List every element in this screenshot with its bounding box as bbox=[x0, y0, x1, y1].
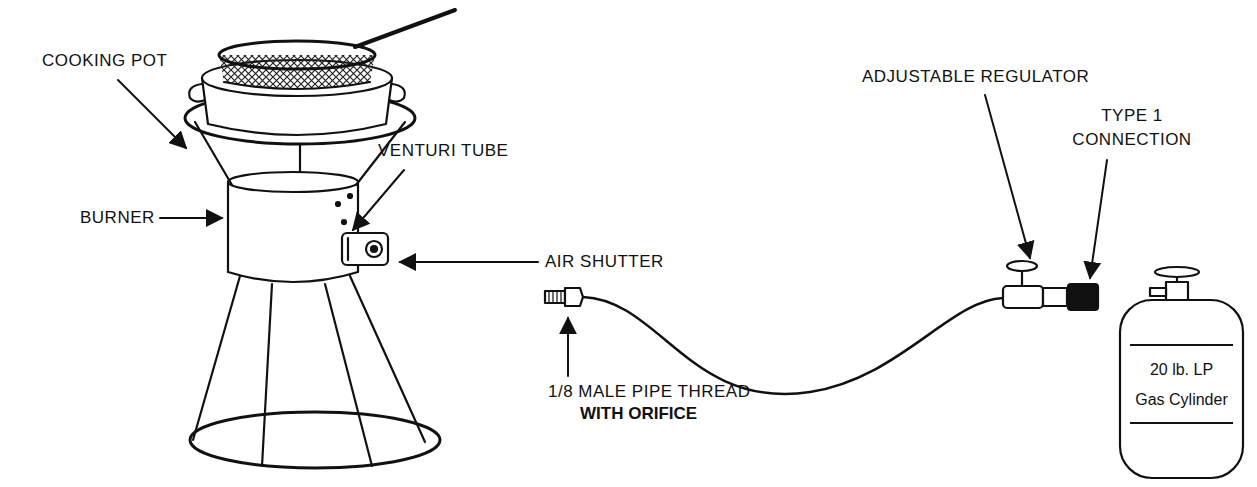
part-label: BURNER bbox=[80, 207, 155, 229]
air-shutter bbox=[342, 233, 388, 265]
regulator-body bbox=[1003, 261, 1098, 310]
part-label: COOKING POT bbox=[42, 50, 167, 72]
burner-body bbox=[228, 172, 358, 282]
cylinder-valve bbox=[1150, 267, 1199, 300]
part-label: 1/8 MALE PIPE THREAD bbox=[548, 381, 750, 403]
part-label: AIR SHUTTER bbox=[545, 251, 664, 273]
part-label: TYPE 1 CONNECTION bbox=[1068, 104, 1196, 152]
part-label: VENTURI TUBE bbox=[378, 140, 508, 162]
leader-arrows bbox=[118, 80, 1107, 376]
gas-cylinder: 20 lb. LP Gas Cylinder bbox=[1118, 298, 1245, 480]
cylinder-label: 20 lb. LP Gas Cylinder bbox=[1134, 355, 1230, 415]
part-label: ADJUSTABLE REGULATOR bbox=[862, 66, 1089, 88]
fry-basket bbox=[215, 10, 455, 100]
cylinder-outline bbox=[1118, 298, 1245, 480]
stand-legs bbox=[190, 276, 440, 468]
part-label: WITH ORIFICE bbox=[580, 403, 697, 425]
orifice-fitting bbox=[545, 288, 1003, 394]
